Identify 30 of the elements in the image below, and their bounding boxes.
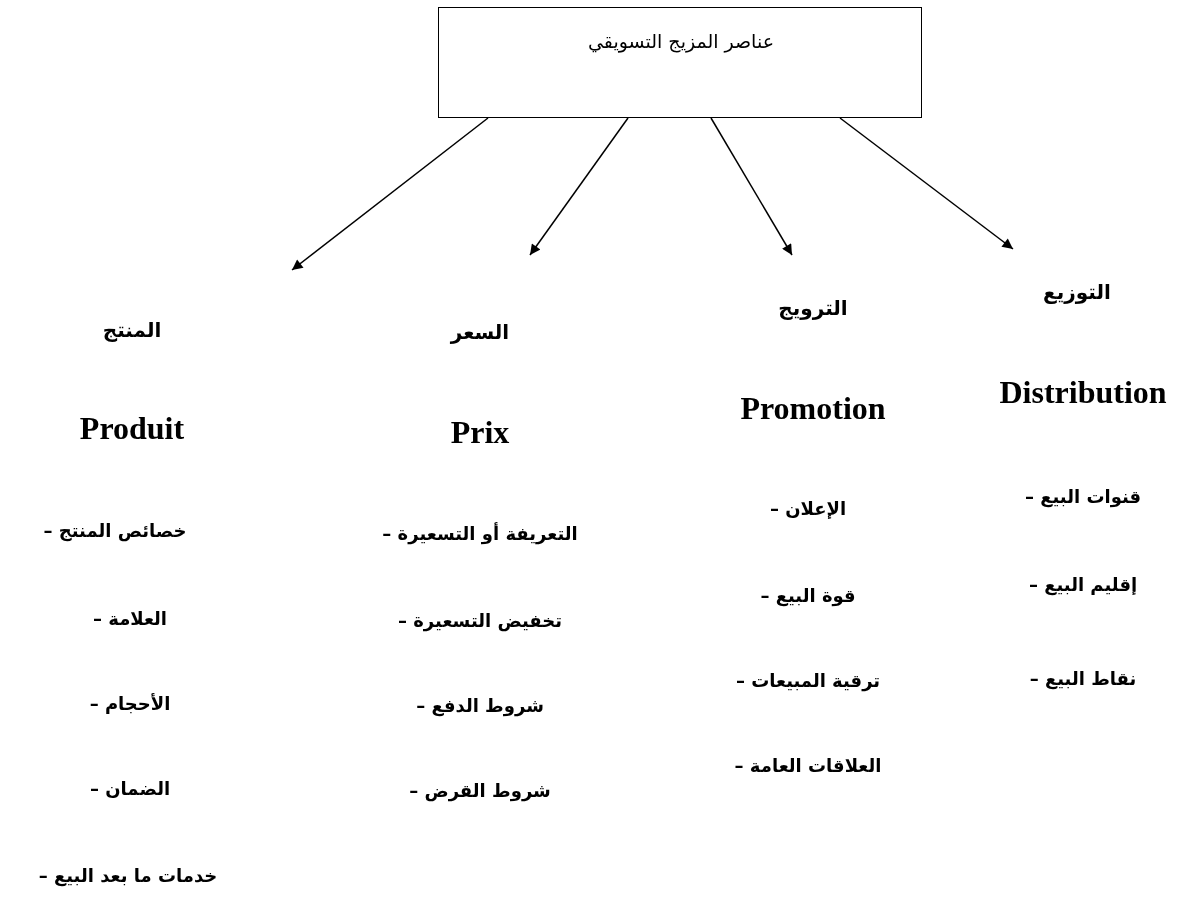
list-item: التعريفة أو التسعيرة – [382,522,578,544]
column-title: Distribution [999,373,1167,411]
list-item: تخفيض التسعيرة – [397,609,563,631]
list-item: ترقية المبيعات – [735,669,881,691]
column-heading: المنتج [102,318,162,342]
arrow [529,117,629,256]
column-title: Promotion [740,389,886,427]
arrow [839,117,1014,250]
list-item: شروط القرض – [409,779,551,801]
list-item: الإعلان – [769,497,847,519]
list-item: خصائص المنتج – [43,519,187,541]
title-box [438,7,922,118]
column-heading: السعر [450,320,510,344]
column-heading: التوزيع [1043,280,1111,304]
column-title: Prix [450,413,510,451]
arrow [291,117,489,271]
arrow [710,117,793,256]
list-item: خدمات ما بعد البيع – [38,864,218,886]
list-item: إقليم البيع – [1028,573,1138,595]
list-item: العلاقات العامة – [734,754,882,776]
box-title: عناصر المزيج التسويقي [588,30,774,52]
list-item: قوة البيع – [760,584,856,606]
list-item: العلامة – [92,607,168,629]
list-item: قنوات البيع – [1024,485,1142,507]
column-heading: الترويج [778,296,848,320]
list-item: الضمان – [89,777,171,799]
list-item: الأحجام – [89,692,171,714]
column-title: Produit [79,409,185,447]
list-item: نقاط البيع – [1029,667,1137,689]
list-item: شروط الدفع – [416,694,544,716]
